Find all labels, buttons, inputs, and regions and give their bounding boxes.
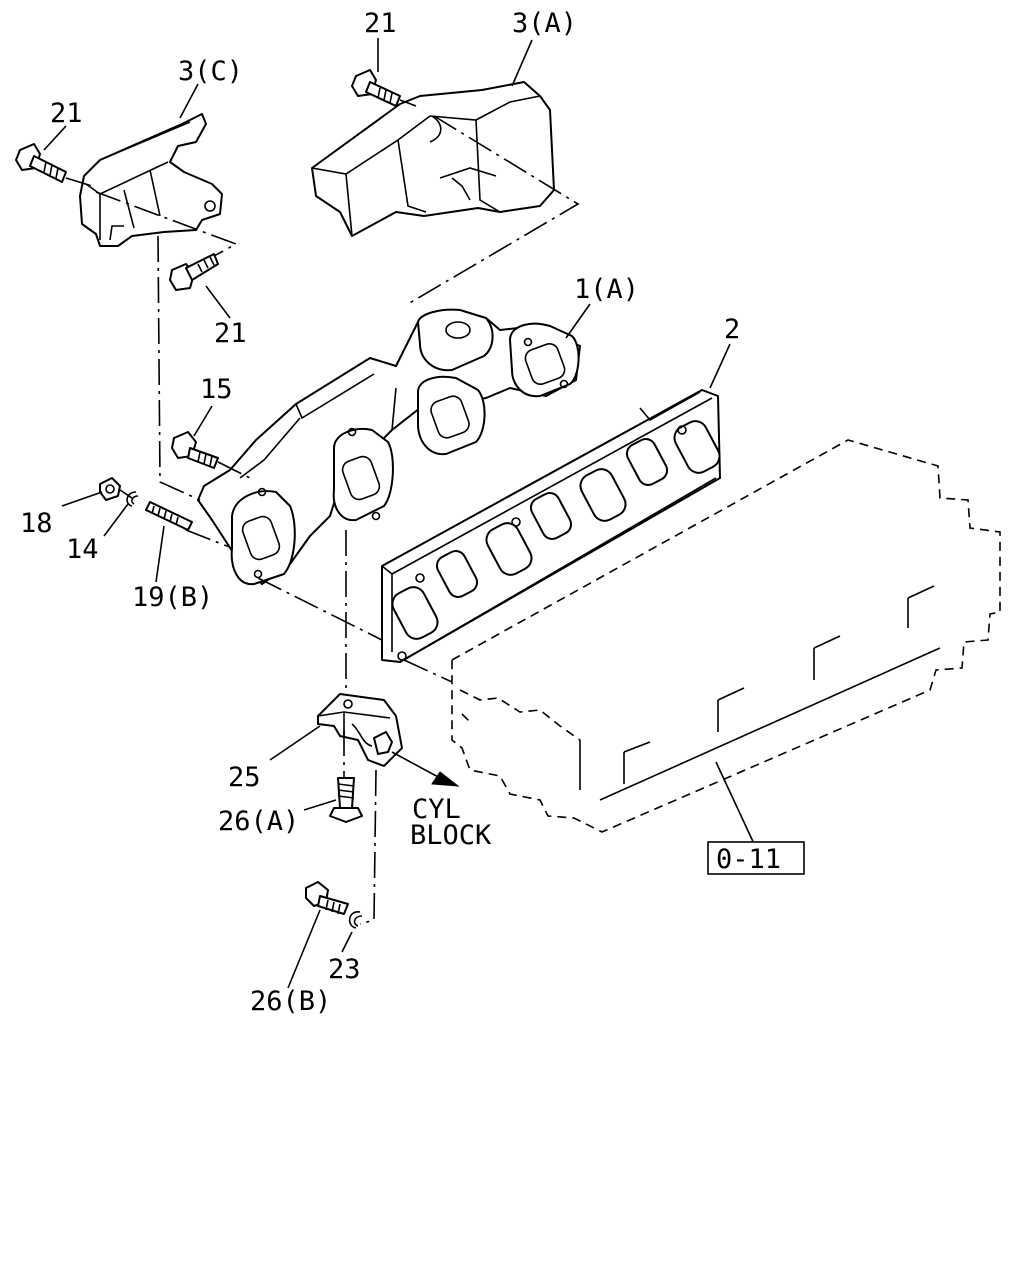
- label-18: 18: [20, 508, 53, 539]
- label-14: 14: [66, 534, 99, 565]
- label-19b: 19(B): [132, 582, 213, 613]
- label-21-top: 21: [364, 8, 397, 39]
- exhaust-manifold-gasket: [381, 389, 721, 663]
- reference-box: [707, 841, 805, 875]
- label-21-mid: 21: [214, 318, 247, 349]
- washer-14: [126, 491, 139, 507]
- label-21-left: 21: [50, 98, 83, 129]
- reference-label: 0-11: [716, 844, 781, 875]
- label-cyl: CYL: [412, 794, 461, 825]
- label-2: 2: [724, 314, 740, 345]
- washer-23: [348, 911, 363, 929]
- bolt-15: [171, 431, 219, 469]
- heat-shield-upper: [311, 81, 555, 237]
- bolt-21-mid: [169, 253, 219, 291]
- bolt-21-top: [351, 69, 401, 107]
- cylinder-head-outline: [451, 439, 1001, 833]
- label-3c: 3(C): [178, 56, 243, 87]
- label-1a: 1(A): [574, 274, 639, 305]
- label-block: BLOCK: [410, 820, 492, 851]
- label-3a: 3(A): [512, 8, 577, 39]
- exhaust-manifold: [197, 308, 581, 586]
- leader-lines: [43, 38, 757, 989]
- callout-labels: 21 3(A) 3(C) 21 21 1(A) 2 15 18 14 19(B)…: [20, 8, 781, 1017]
- assembly-lines: [65, 99, 580, 925]
- bracket-25: [317, 693, 403, 767]
- bolt-26a: [329, 777, 363, 823]
- label-26b: 26(B): [250, 986, 331, 1017]
- cyl-block-arrow: [391, 751, 460, 787]
- stud-19b: [145, 501, 193, 531]
- nut-18: [99, 477, 121, 501]
- label-26a: 26(A): [218, 806, 299, 837]
- label-15: 15: [200, 374, 233, 405]
- bolt-26b: [305, 881, 349, 915]
- label-25: 25: [228, 762, 261, 793]
- label-23: 23: [328, 954, 361, 985]
- heat-shield-side: [79, 113, 223, 247]
- bolt-21-left: [15, 143, 67, 183]
